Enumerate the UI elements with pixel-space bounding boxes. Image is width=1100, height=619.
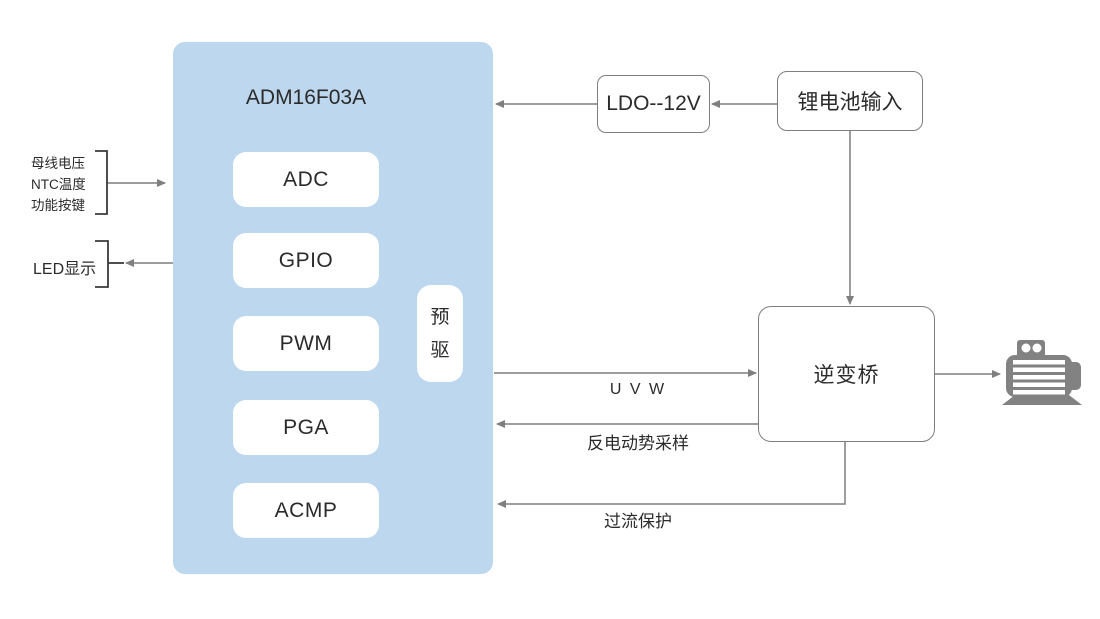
input-group-bracket (95, 150, 108, 215)
ldo-block: LDO--12V (597, 75, 710, 133)
module-predriver: 预驱 (417, 285, 463, 382)
module-adc: ADC (233, 152, 379, 207)
module-acmp: ACMP (233, 483, 379, 538)
module-pwm: PWM (233, 316, 379, 371)
overcurrent-protection-label: 过流保护 (604, 512, 672, 531)
back-emf-sampling-label: 反电动势采样 (587, 434, 689, 453)
led-display-label: LED显示 (33, 261, 97, 278)
arrow-ocp-inverter-to-mcu (497, 442, 846, 508)
input-label-ntc-temperature: NTC温度 (31, 177, 86, 192)
motor-icon (1002, 340, 1082, 405)
input-label-function-buttons: 功能按键 (31, 198, 85, 213)
input-signal-labels: 母线电压 NTC温度 功能按键 (31, 153, 101, 216)
mcu-title: ADM16F03A (245, 86, 367, 109)
predriver-label: 预驱 (430, 306, 450, 361)
inverter-bridge-block: 逆变桥 (758, 306, 935, 442)
input-label-bus-voltage: 母线电压 (31, 156, 85, 171)
led-group-bracket (95, 240, 109, 288)
battery-input-block: 锂电池输入 (777, 71, 923, 131)
uvw-flow-label: U V W (609, 381, 667, 398)
module-pga: PGA (233, 400, 379, 455)
module-gpio: GPIO (233, 233, 379, 288)
